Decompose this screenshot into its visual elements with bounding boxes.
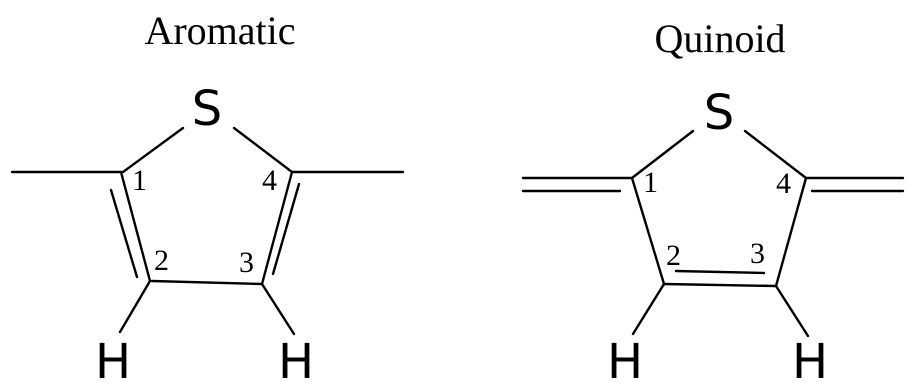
aromatic-title: Aromatic xyxy=(144,8,295,53)
quinoid-bond-C2-H xyxy=(631,282,666,336)
quinoid-sulfur-atom: S xyxy=(704,85,734,141)
quinoid-title: Quinoid xyxy=(654,16,785,61)
aromatic-position-2: 2 xyxy=(154,244,169,277)
quinoid-position-1: 1 xyxy=(643,166,658,199)
quinoid-hydrogen-left: H xyxy=(607,334,643,383)
quinoid-bond-S-C4 xyxy=(743,129,808,180)
aromatic-bond-C2-H xyxy=(118,279,152,334)
quinoid-bond-C1-C2 xyxy=(630,176,666,286)
quinoid-structure: Quinoid S H H 1 2 3 4 xyxy=(521,16,905,383)
aromatic-structure: Aromatic S H H 1 2 3 4 xyxy=(10,8,405,383)
aromatic-bond-S-C4 xyxy=(232,126,294,174)
aromatic-bond-C1-C2-b xyxy=(109,188,139,279)
quinoid-bond-C2-C3-a xyxy=(662,282,778,288)
aromatic-position-3: 3 xyxy=(239,246,254,279)
aromatic-bond-C3-C4-a xyxy=(260,170,294,286)
aromatic-sulfur-atom: S xyxy=(192,81,222,137)
quinoid-bond-C3-C4 xyxy=(774,176,808,288)
quinoid-position-3: 3 xyxy=(750,237,765,270)
aromatic-position-1: 1 xyxy=(132,164,147,197)
aromatic-hydrogen-right: H xyxy=(278,334,314,383)
aromatic-bond-C3-C4-b xyxy=(271,182,301,276)
quinoid-position-2: 2 xyxy=(666,239,681,272)
aromatic-bond-C3-H xyxy=(260,282,296,336)
quinoid-bond-C2-C3-b xyxy=(674,269,766,275)
aromatic-position-4: 4 xyxy=(262,164,277,197)
quinoid-hydrogen-right: H xyxy=(792,334,828,383)
aromatic-bond-S-C1 xyxy=(121,126,185,174)
quinoid-position-4: 4 xyxy=(776,167,791,200)
quinoid-bond-C3-H xyxy=(774,284,810,338)
quinoid-bond-S-C1 xyxy=(630,129,695,180)
aromatic-bond-C2-C3 xyxy=(150,279,264,286)
aromatic-bond-C1-C2-a xyxy=(119,170,152,283)
aromatic-hydrogen-left: H xyxy=(95,334,131,383)
